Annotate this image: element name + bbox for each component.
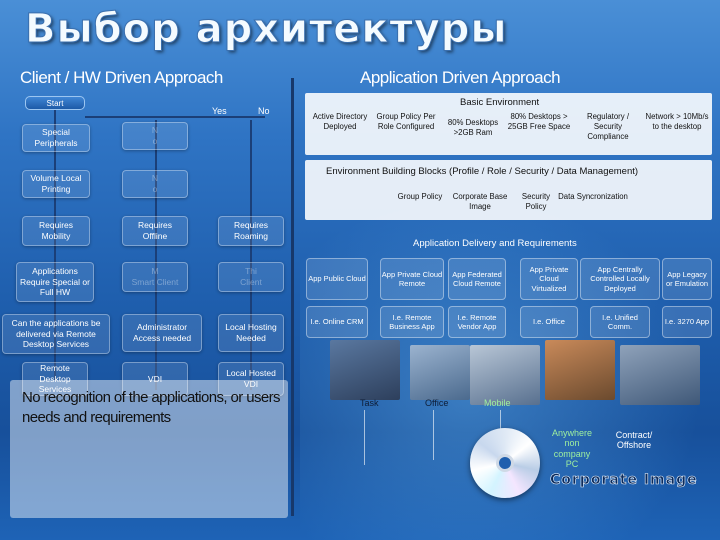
page-title: Выбор архитектуры — [25, 6, 508, 53]
basic-cell-space: 80% Desktops > 25GB Free Space — [507, 112, 571, 132]
contract-user-photo — [620, 345, 700, 405]
client-approach-heading: Client / HW Driven Approach — [20, 68, 223, 87]
thin-client-node[interactable]: Thi Client — [218, 262, 284, 292]
flow-line-top — [85, 116, 265, 118]
example-remote-business[interactable]: I.e. Remote Business App — [380, 306, 444, 338]
ebb-title: Environment Building Blocks (Profile / R… — [326, 166, 639, 177]
basic-cell-network: Network > 10Mb/s to the desktop — [645, 112, 709, 132]
volume-printing-node[interactable]: Volume Local Printing — [22, 170, 90, 198]
disc-icon — [470, 428, 540, 498]
no-label: No — [258, 106, 270, 116]
corporate-image-label: Corporate Image — [550, 472, 698, 489]
ebb-base-image: Corporate Base Image — [452, 192, 508, 212]
user-mobile: Mobile — [484, 398, 511, 408]
yes-label: Yes — [212, 106, 227, 116]
user-contract: Contract/ Offshore — [615, 430, 653, 451]
example-remote-vendor[interactable]: I.e. Remote Vendor App — [448, 306, 506, 338]
start-node[interactable]: Start — [25, 96, 85, 110]
app-private-cloud-virtualized[interactable]: App Private Cloud Virtualized — [520, 258, 578, 300]
basic-cell-ad: Active Directory Deployed — [312, 112, 368, 132]
mobile-user-photo — [470, 345, 540, 405]
office-user-photo — [410, 345, 470, 400]
task-user-photo — [330, 340, 400, 400]
vdi-node[interactable]: VDI — [122, 362, 188, 396]
flow-line-mid — [155, 120, 157, 390]
user-office: Office — [425, 398, 449, 408]
example-office[interactable]: I.e. Office — [520, 306, 578, 338]
app-federated-cloud[interactable]: App Federated Cloud Remote — [448, 258, 506, 300]
basic-cell-compliance: Regulatory / Security Compliance — [586, 112, 630, 142]
app-private-cloud-remote[interactable]: App Private Cloud Remote — [380, 258, 444, 300]
basic-cell-gp: Group Policy Per Role Configured — [376, 112, 436, 132]
user-task: Task — [360, 398, 379, 408]
application-approach-heading: Application Driven Approach — [360, 68, 561, 87]
ebb-panel — [305, 160, 712, 220]
app-public-cloud[interactable]: App Public Cloud — [306, 258, 368, 300]
admin-access-node[interactable]: Administrator Access needed — [122, 314, 202, 352]
special-peripherals-node[interactable]: Special Peripherals — [22, 124, 90, 152]
ebb-group-policy: Group Policy — [397, 192, 443, 201]
no-decision-node-2[interactable]: N o — [122, 170, 188, 198]
connector-office — [433, 410, 434, 460]
requires-roaming-node[interactable]: Requires Roaming — [218, 216, 284, 246]
ebb-data-sync: Data Syncronization — [558, 192, 628, 201]
basic-environment-panel — [305, 93, 712, 155]
example-unified-comm[interactable]: I.e. Unified Comm. — [590, 306, 650, 338]
rds-question-node[interactable]: Can the applications be delivered via Re… — [2, 314, 110, 354]
ebb-security-policy: Security Policy — [521, 192, 551, 212]
disc-hole — [496, 454, 514, 472]
divider — [291, 78, 294, 516]
anywhere-user-photo — [545, 340, 615, 400]
note-text: No recognition of the applications, or u… — [22, 389, 281, 427]
delivery-title: Application Delivery and Requirements — [413, 238, 577, 249]
local-hosting-node[interactable]: Local Hosting Needed — [218, 314, 284, 352]
applications-hw-node[interactable]: Applications Require Special or Full HW — [16, 262, 94, 302]
user-anywhere: Anywhere non company PC — [551, 428, 593, 470]
remote-desktop-services-node[interactable]: Remote Desktop Services — [22, 362, 88, 396]
requires-mobility-node[interactable]: Requires Mobility — [22, 216, 90, 246]
connector-task — [364, 410, 365, 465]
local-hosted-vdi-node[interactable]: Local Hosted VDI — [218, 362, 284, 396]
requires-offline-node[interactable]: Requires Offline — [122, 216, 188, 246]
basic-environment-title: Basic Environment — [460, 97, 540, 108]
no-decision-node[interactable]: N o — [122, 122, 188, 150]
note-panel — [10, 380, 288, 518]
example-3270[interactable]: I.e. 3270 App — [662, 306, 712, 338]
app-legacy[interactable]: App Legacy or Emulation — [662, 258, 712, 300]
flow-line-left — [54, 110, 56, 380]
smart-client-node[interactable]: M Smart Client — [122, 262, 188, 292]
flow-line-right — [250, 120, 252, 390]
basic-cell-ram: 80% Desktops >2GB Ram — [447, 118, 499, 138]
app-centrally-controlled[interactable]: App Centrally Controlled Locally Deploye… — [580, 258, 660, 300]
example-online-crm[interactable]: I.e. Online CRM — [306, 306, 368, 338]
connector-mobile — [500, 410, 501, 430]
